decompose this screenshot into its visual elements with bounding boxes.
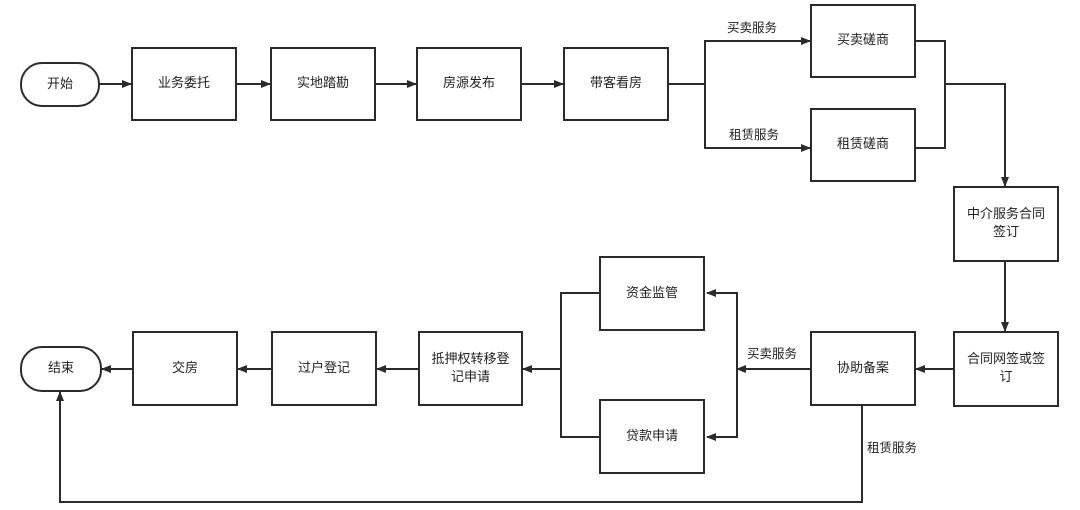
node-sale-negotiation: 买卖磋商 bbox=[810, 4, 916, 78]
edge-to-lease-negotiation bbox=[704, 84, 811, 152]
edge-merge-agency bbox=[945, 83, 1009, 187]
node-start: 开始 bbox=[20, 62, 100, 107]
edge-filing-lease-end bbox=[56, 391, 863, 503]
edge-loan-merge bbox=[560, 369, 599, 438]
node-loan-application: 贷款申请 bbox=[599, 399, 705, 474]
node-handover: 交房 bbox=[132, 331, 238, 406]
edge-lease-merge bbox=[916, 84, 946, 149]
node-end: 结束 bbox=[20, 346, 102, 392]
node-listing: 房源发布 bbox=[416, 47, 522, 121]
edge-to-fund bbox=[706, 289, 738, 369]
edge-fund-merge bbox=[560, 292, 599, 369]
label-lease-service-bottom: 租赁服务 bbox=[867, 440, 918, 455]
node-entrust: 业务委托 bbox=[131, 47, 237, 121]
node-lease-negotiation: 租赁磋商 bbox=[810, 108, 916, 182]
label-sale-service-top: 买卖服务 bbox=[727, 20, 778, 35]
label-lease-service-top: 租赁服务 bbox=[729, 127, 780, 142]
node-fund-supervision: 资金监管 bbox=[599, 256, 705, 331]
edge-sale-merge bbox=[916, 40, 946, 84]
node-survey: 实地踏勘 bbox=[270, 47, 376, 121]
node-assist-filing: 协助备案 bbox=[810, 331, 916, 406]
edge-to-loan bbox=[706, 369, 738, 441]
node-transfer-registration: 过户登记 bbox=[271, 331, 377, 406]
label-sale-service-bottom: 买卖服务 bbox=[747, 346, 798, 361]
edge-to-sale-negotiation bbox=[704, 37, 811, 84]
node-mortgage-transfer: 抵押权转移登记申请 bbox=[418, 331, 523, 406]
node-viewing: 带客看房 bbox=[563, 47, 669, 121]
node-online-contract: 合同网签或签订 bbox=[953, 331, 1059, 407]
node-agency-contract: 中介服务合同签订 bbox=[953, 186, 1059, 262]
